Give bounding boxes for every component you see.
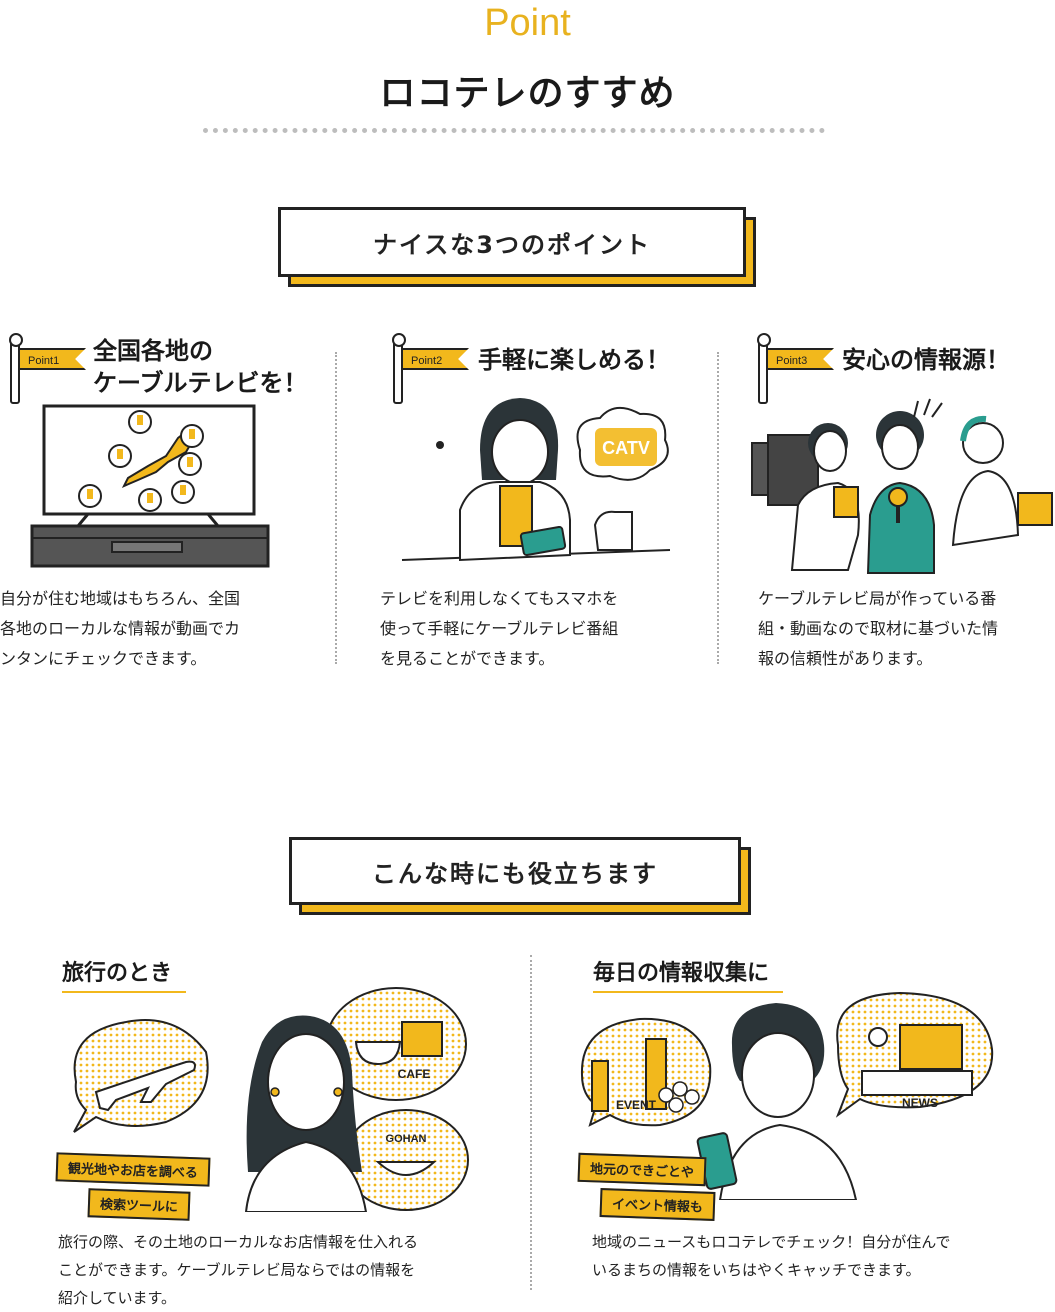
woman-smartphone-icon: CATV [401, 398, 671, 562]
section-kicker: Point [484, 2, 571, 44]
point1-title-line1: 全国各地の [93, 337, 213, 365]
point2-desc-line: 使って手軽にケーブルテレビ番組 [380, 619, 619, 638]
point1-title: 全国各地の ケーブルテレビを！ [93, 335, 308, 399]
points-banner: ナイスな3つのポイント [278, 207, 756, 287]
usecase1-desc-line: 旅行の際、その土地のローカルなお店情報を仕入れる [58, 1233, 419, 1251]
gohan-bubble-text: GOHAN [386, 1133, 427, 1145]
point3-flag-label: Point3 [766, 348, 834, 370]
news-illustration-icon: EVENT NEWS [580, 991, 994, 1200]
point1-title-line2: ケーブルテレビを！ [93, 369, 308, 397]
points-banner-label: ナイスな3つのポイント [278, 207, 746, 277]
point1-desc-line: 自分が住む地域はもちろん、全国 [0, 589, 241, 608]
column-divider [530, 955, 532, 1290]
point1-desc-line: ンタンにチェックできます。 [0, 649, 207, 668]
tv-japan-map-icon [30, 404, 270, 568]
tv-crew-icon [751, 398, 1053, 574]
point2-description: テレビを利用しなくてもスマホを 使って手軽にケーブルテレビ番組 を見ることができ… [380, 584, 618, 674]
page-title: ロコテレのすすめ [379, 73, 676, 114]
usecase2-title: 毎日の情報収集に [593, 955, 784, 993]
travel-illustration-icon: CAFE GOHAN [73, 987, 469, 1212]
usecase1-desc-line: ことができます。ケーブルテレビ局ならではの情報を [58, 1261, 416, 1279]
usecase1-desc-line: 紹介しています。 [58, 1289, 177, 1307]
column-divider [717, 352, 719, 664]
usecase1-description: 旅行の際、その土地のローカルなお店情報を仕入れる ことができます。ケーブルテレビ… [58, 1228, 418, 1312]
point3-title: 安心の情報源！ [842, 344, 1010, 376]
event-bubble-text: EVENT [616, 1098, 657, 1112]
point1-description: 自分が住む地域はもちろん、全国 各地のローカルな情報が動画でカ ンタンにチェック… [0, 584, 240, 674]
usecase1-tag1: 観光地やお店を調べる [55, 1152, 211, 1187]
usecase1-tag2: 検索ツールに [87, 1188, 191, 1221]
column-divider [335, 352, 337, 664]
point3-desc-line: ケーブルテレビ局が作っている番 [758, 589, 997, 608]
point2-desc-line: テレビを利用しなくてもスマホを [380, 589, 619, 608]
usecase2-tag1: 地元のできごとや [577, 1152, 707, 1187]
point3-title-line1: 安心の情報源！ [842, 346, 1010, 374]
point3-desc-line: 報の信頼性があります。 [758, 649, 933, 668]
usecase-banner-label: こんな時にも役立ちます [289, 837, 741, 905]
title-divider [203, 128, 825, 133]
point2-desc-line: を見ることができます。 [380, 649, 555, 668]
news-bubble-text: NEWS [902, 1096, 938, 1110]
point3-description: ケーブルテレビ局が作っている番 組・動画なので取材に基づいた情 報の信頼性があり… [758, 584, 998, 674]
usecase1-title: 旅行のとき [62, 955, 187, 993]
point2-title-line1: 手軽に楽しめる！ [478, 346, 670, 374]
usecase2-desc-line: いるまちの情報をいちはやくキャッチできます。 [592, 1261, 921, 1279]
catv-bubble-text: CATV [602, 438, 650, 458]
usecase2-tag2: イベント情報も [599, 1188, 716, 1221]
usecase2-description: 地域のニュースもロコテレでチェック！自分が住んで いるまちの情報をいちはやくキャ… [592, 1228, 951, 1284]
usecase2-desc-line: 地域のニュースもロコテレでチェック！自分が住んで [592, 1233, 951, 1251]
point3-desc-line: 組・動画なので取材に基づいた情 [758, 619, 999, 638]
cafe-bubble-text: CAFE [398, 1067, 431, 1081]
point2-title: 手軽に楽しめる！ [478, 344, 670, 376]
point1-desc-line: 各地のローカルな情報が動画でカ [0, 619, 241, 638]
point2-flag-label: Point2 [401, 348, 469, 370]
usecase-banner: こんな時にも役立ちます [289, 837, 751, 915]
point1-flag-label: Point1 [18, 348, 86, 370]
